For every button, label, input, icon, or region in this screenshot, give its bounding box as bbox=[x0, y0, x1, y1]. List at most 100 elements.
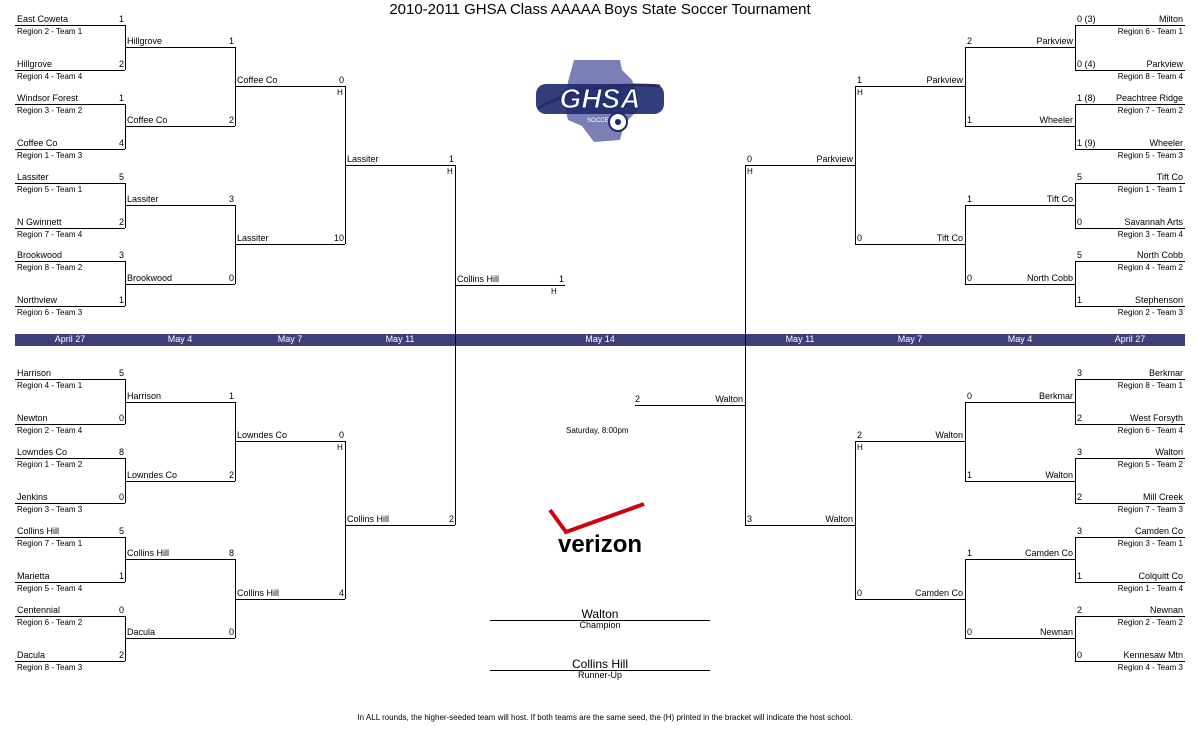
bracket-line bbox=[125, 481, 235, 482]
host-mark: H bbox=[447, 167, 453, 176]
team-name: Marietta bbox=[17, 571, 50, 581]
score: 5 bbox=[118, 526, 124, 536]
region-seed: Region 8 - Team 1 bbox=[1117, 381, 1183, 390]
team-name: Camden Co bbox=[1134, 526, 1183, 536]
verizon-logo-text: verizon bbox=[558, 531, 642, 558]
host-mark: H bbox=[747, 167, 753, 176]
host-mark: H bbox=[337, 88, 343, 97]
team-name: Berkmar bbox=[1148, 368, 1183, 378]
team-name: Lowndes Co bbox=[127, 470, 178, 480]
region-seed: Region 3 - Team 4 bbox=[1117, 230, 1183, 239]
score: 3 bbox=[228, 194, 234, 204]
team-name: Dacula bbox=[17, 650, 46, 660]
score: 1 bbox=[967, 470, 973, 480]
score: 1 bbox=[558, 274, 564, 284]
score: 0 bbox=[857, 588, 863, 598]
team-name: Walton bbox=[825, 514, 853, 524]
bracket-line bbox=[125, 638, 235, 639]
bracket-line bbox=[965, 205, 1075, 206]
bracket-line bbox=[1075, 25, 1185, 26]
bracket-line bbox=[1075, 261, 1185, 262]
team-name: Dacula bbox=[127, 627, 156, 637]
score: 2 bbox=[1077, 492, 1083, 502]
score: 1 bbox=[1077, 295, 1083, 305]
score: 1 bbox=[228, 391, 234, 401]
team-name: Collins Hill bbox=[237, 588, 280, 598]
bracket-line bbox=[1075, 537, 1185, 538]
score: 4 bbox=[338, 588, 344, 598]
team-name: Parkview bbox=[816, 154, 853, 164]
champion-name: Walton bbox=[581, 607, 619, 621]
bracket-line bbox=[125, 379, 126, 424]
score: 1 bbox=[857, 75, 863, 85]
region-seed: Region 3 - Team 2 bbox=[17, 106, 83, 115]
host-mark: H bbox=[551, 287, 557, 296]
score: 2 bbox=[635, 394, 641, 404]
team-name: Tift Co bbox=[1156, 172, 1183, 182]
score: 1 bbox=[118, 571, 124, 581]
bracket-line bbox=[235, 86, 345, 87]
score: 8 bbox=[118, 447, 124, 457]
bracket-line bbox=[965, 284, 1075, 285]
bracket-line bbox=[965, 559, 966, 638]
score: 0 bbox=[747, 154, 753, 164]
bracket-line bbox=[745, 165, 855, 166]
bracket-line bbox=[15, 104, 125, 105]
bracket-line bbox=[1075, 379, 1185, 380]
bracket-line bbox=[965, 638, 1075, 639]
bracket-line bbox=[1075, 503, 1185, 504]
bracket-line bbox=[15, 149, 125, 150]
region-seed: Region 1 - Team 3 bbox=[17, 151, 83, 160]
ghsa-soccer-logo: GHSA SOCCER bbox=[536, 60, 664, 142]
team-name: Centennial bbox=[17, 605, 61, 615]
bracket-line bbox=[15, 228, 125, 229]
score: 1 (9) bbox=[1077, 138, 1096, 148]
bracket-line bbox=[125, 126, 235, 127]
runner-up-label: Runner-Up bbox=[577, 670, 623, 680]
region-seed: Region 6 - Team 3 bbox=[17, 308, 83, 317]
round-date-label: May 4 bbox=[1007, 334, 1033, 344]
team-name: Collins Hill bbox=[457, 274, 500, 284]
round-date-label: April 27 bbox=[54, 334, 86, 344]
score: 1 bbox=[228, 36, 234, 46]
runner-up-name: Collins Hill bbox=[571, 657, 628, 671]
score: 0 bbox=[967, 273, 973, 283]
team-name: Newnan bbox=[1149, 605, 1183, 615]
score: 0 bbox=[118, 413, 124, 423]
bracket-line bbox=[745, 165, 746, 525]
score: 0 bbox=[338, 430, 344, 440]
region-seed: Region 7 - Team 4 bbox=[17, 230, 83, 239]
score: 2 bbox=[228, 470, 234, 480]
bracket-line bbox=[965, 126, 1075, 127]
bracket-line bbox=[125, 284, 235, 285]
region-seed: Region 5 - Team 2 bbox=[1117, 460, 1183, 469]
score: 0 (3) bbox=[1077, 14, 1096, 24]
score: 1 bbox=[118, 93, 124, 103]
region-seed: Region 2 - Team 1 bbox=[17, 27, 83, 36]
score: 1 (8) bbox=[1077, 93, 1096, 103]
team-name: Camden Co bbox=[1024, 548, 1073, 558]
champion-label: Champion bbox=[579, 620, 621, 630]
bracket-line bbox=[15, 25, 125, 26]
score: 2 bbox=[118, 59, 124, 69]
team-name: Coffee Co bbox=[237, 75, 278, 85]
team-name: N Gwinnett bbox=[17, 217, 62, 227]
runner-up-line bbox=[490, 670, 710, 671]
region-seed: Region 6 - Team 1 bbox=[1117, 27, 1183, 36]
team-name: Parkview bbox=[1036, 36, 1073, 46]
score: 3 bbox=[747, 514, 753, 524]
ghsa-logo-subtext: SOCCER bbox=[587, 118, 613, 124]
bracket-line bbox=[855, 86, 965, 87]
bracket-line bbox=[125, 559, 235, 560]
region-seed: Region 5 - Team 1 bbox=[17, 185, 83, 194]
bracket-line bbox=[345, 441, 346, 599]
bracket-line bbox=[345, 525, 455, 526]
team-name: Lassiter bbox=[237, 233, 269, 243]
score: 0 bbox=[1077, 217, 1083, 227]
score: 0 bbox=[857, 233, 863, 243]
bracket-line bbox=[1075, 458, 1185, 459]
score: 0 bbox=[228, 627, 234, 637]
host-mark: H bbox=[857, 443, 863, 452]
team-name: Stephenson bbox=[1134, 295, 1183, 305]
bracket-line bbox=[235, 244, 345, 245]
